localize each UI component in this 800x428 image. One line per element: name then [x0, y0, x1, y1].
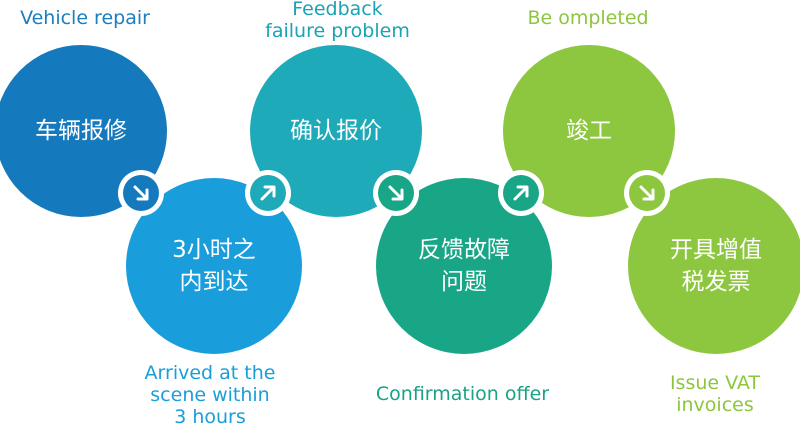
step-1-text: 车辆报修 — [35, 118, 127, 144]
label-feedback-failure: Feedback failure problem — [255, 0, 420, 42]
label-arrived-on-scene: Arrived at the scene within 3 hours — [135, 362, 285, 428]
label-be-completed: Be ompleted — [518, 7, 658, 29]
step-circle-vehicle-repair: 车辆报修 — [0, 45, 167, 217]
step-4-text-line2: 问题 — [441, 269, 487, 295]
label-feedback-line1: Feedback — [292, 0, 383, 20]
arrow-down-right-icon — [388, 185, 404, 201]
arrow-up-right-icon — [260, 185, 276, 201]
step-5-text: 竣工 — [566, 118, 612, 144]
step-4-text-line1: 反馈故障 — [418, 237, 510, 263]
label-feedback-line2: failure problem — [265, 20, 410, 42]
label-be-completed-text: Be ompleted — [527, 7, 649, 29]
connector-3 — [373, 170, 419, 216]
step-6-text-line2: 税发票 — [681, 269, 751, 295]
step-3-text: 确认报价 — [290, 118, 382, 144]
label-vat-line2: invoices — [676, 394, 754, 416]
label-arrived-line1: Arrived at the — [144, 362, 276, 384]
connector-1 — [118, 170, 164, 216]
connector-2 — [245, 170, 291, 216]
step-2-text-line2: 内到达 — [179, 269, 249, 295]
label-arrived-line2: scene within — [150, 384, 270, 406]
step-6-text-line1: 开具增值 — [670, 237, 762, 263]
label-confirmation-offer: Confirmation offer — [360, 383, 565, 405]
connector-4 — [498, 170, 544, 216]
arrow-up-right-icon — [513, 185, 529, 201]
step-2-text-line1: 3小时之 — [172, 237, 256, 263]
arrow-down-right-icon — [639, 185, 655, 201]
arrow-down-right-icon — [133, 185, 149, 201]
label-vehicle-repair-text: Vehicle repair — [20, 7, 150, 29]
connector-5 — [624, 170, 670, 216]
label-vat-line1: Issue VAT — [669, 372, 761, 394]
label-arrived-line3: 3 hours — [174, 406, 246, 428]
step-circle-issue-vat-invoice: 开具增值 税发票 — [628, 178, 800, 354]
label-confirmation-offer-text: Confirmation offer — [375, 383, 550, 405]
label-vehicle-repair: Vehicle repair — [10, 7, 160, 29]
label-issue-vat-invoices: Issue VAT invoices — [650, 372, 780, 416]
